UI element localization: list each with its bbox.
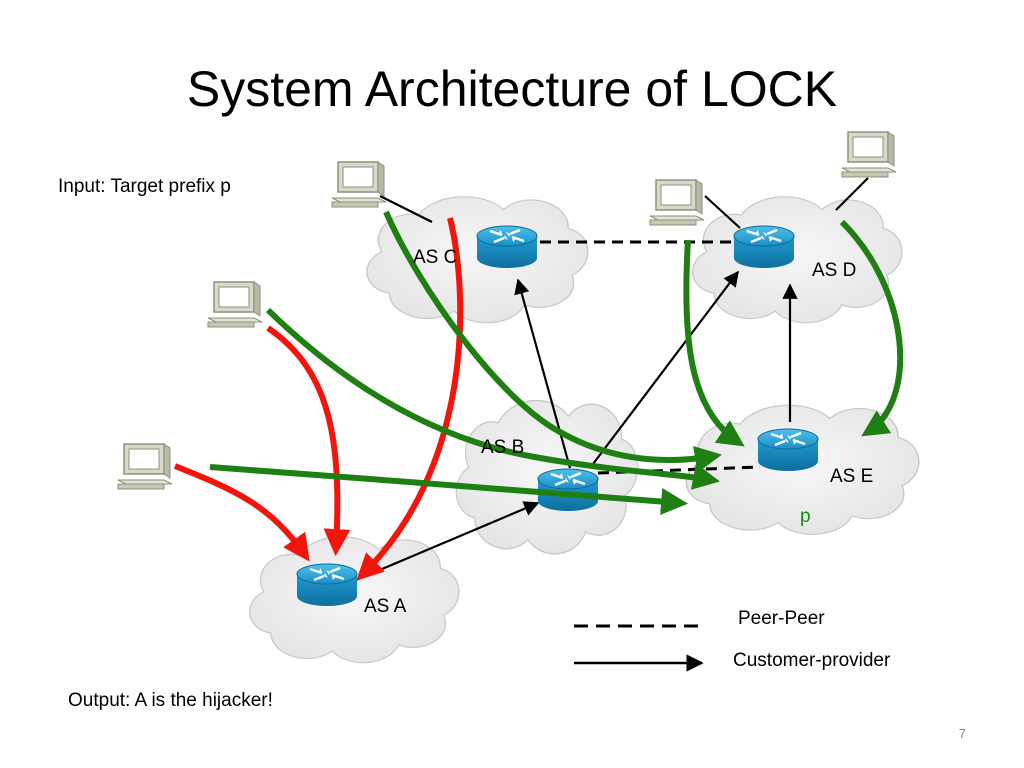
green-path-5 bbox=[839, 219, 904, 437]
host-link-c bbox=[379, 195, 433, 223]
as-c-label: AS C bbox=[413, 247, 458, 268]
green-path-1 bbox=[383, 210, 722, 473]
cloud-as-c bbox=[366, 196, 589, 324]
cp-link-a-b bbox=[355, 501, 540, 582]
computer-icon bbox=[841, 131, 897, 178]
legend-cp-label: Customer-provider bbox=[733, 650, 891, 671]
as-a-label: AS A bbox=[364, 596, 407, 617]
host-link-d-right bbox=[835, 177, 869, 211]
computer-icon bbox=[117, 443, 173, 490]
page-title: System Architecture of LOCK bbox=[186, 61, 838, 117]
computer-icon bbox=[331, 161, 387, 208]
green-path-4 bbox=[683, 239, 745, 447]
router-as-e bbox=[756, 427, 820, 473]
red-path-3 bbox=[356, 217, 464, 581]
as-e-label: AS E bbox=[830, 466, 874, 487]
as-b-label: AS B bbox=[481, 437, 525, 458]
router-as-a bbox=[295, 562, 359, 608]
computer-icon bbox=[207, 281, 263, 328]
legend-peer-label: Peer-Peer bbox=[738, 608, 825, 629]
host-link-d-left bbox=[704, 195, 741, 229]
output-text: Output: A is the hijacker! bbox=[68, 690, 273, 711]
computer-icon bbox=[649, 179, 705, 226]
prefix-label: p bbox=[800, 506, 811, 527]
router-as-c bbox=[475, 224, 539, 270]
green-path-2 bbox=[265, 307, 720, 490]
green-path-3 bbox=[209, 464, 689, 515]
as-d-label: AS D bbox=[812, 260, 857, 281]
cp-link-b-d bbox=[589, 270, 739, 469]
cp-link-b-c bbox=[514, 278, 572, 469]
input-text: Input: Target prefix p bbox=[58, 176, 231, 197]
red-path-2 bbox=[173, 463, 310, 562]
red-path-1 bbox=[266, 325, 351, 557]
router-as-d bbox=[732, 224, 796, 270]
page-number: 7 bbox=[958, 726, 966, 741]
